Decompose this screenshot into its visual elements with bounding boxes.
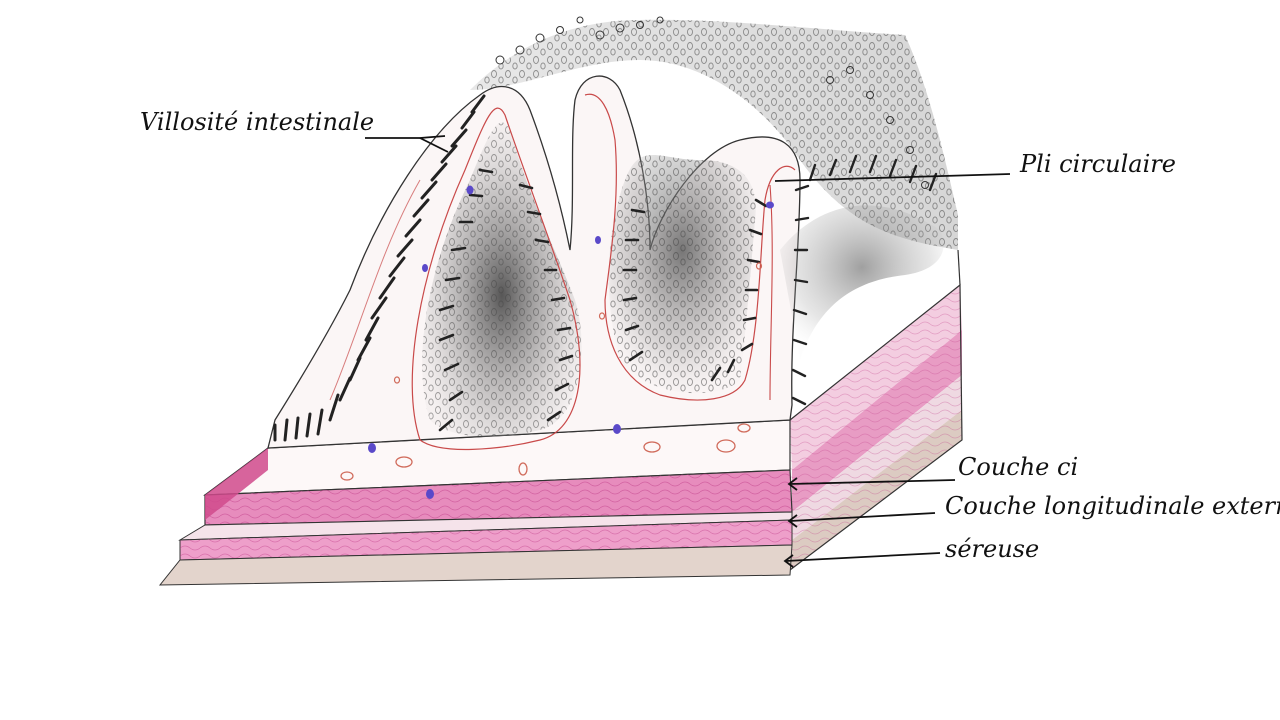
side-face-layers [789, 249, 963, 571]
mucosa-folds [267, 16, 944, 499]
leader-lines [365, 135, 1011, 562]
leader-sereuse [785, 552, 941, 562]
leader-couche-le [789, 512, 936, 522]
leader-couche-ci [789, 479, 956, 485]
front-block [158, 419, 793, 586]
back-mucosa-surface [470, 19, 958, 250]
arrow-left-icon [783, 477, 798, 568]
label-couche-ci: Couche ci [958, 453, 1078, 481]
label-couche-longitudinale: Couche longitudinale externe [945, 492, 1280, 520]
label-villosite: Villosité intestinale [140, 108, 374, 136]
label-pli-circulaire: Pli circulaire [1019, 150, 1176, 178]
leader-pli [774, 173, 1011, 182]
label-sereuse: séreuse [945, 535, 1039, 563]
